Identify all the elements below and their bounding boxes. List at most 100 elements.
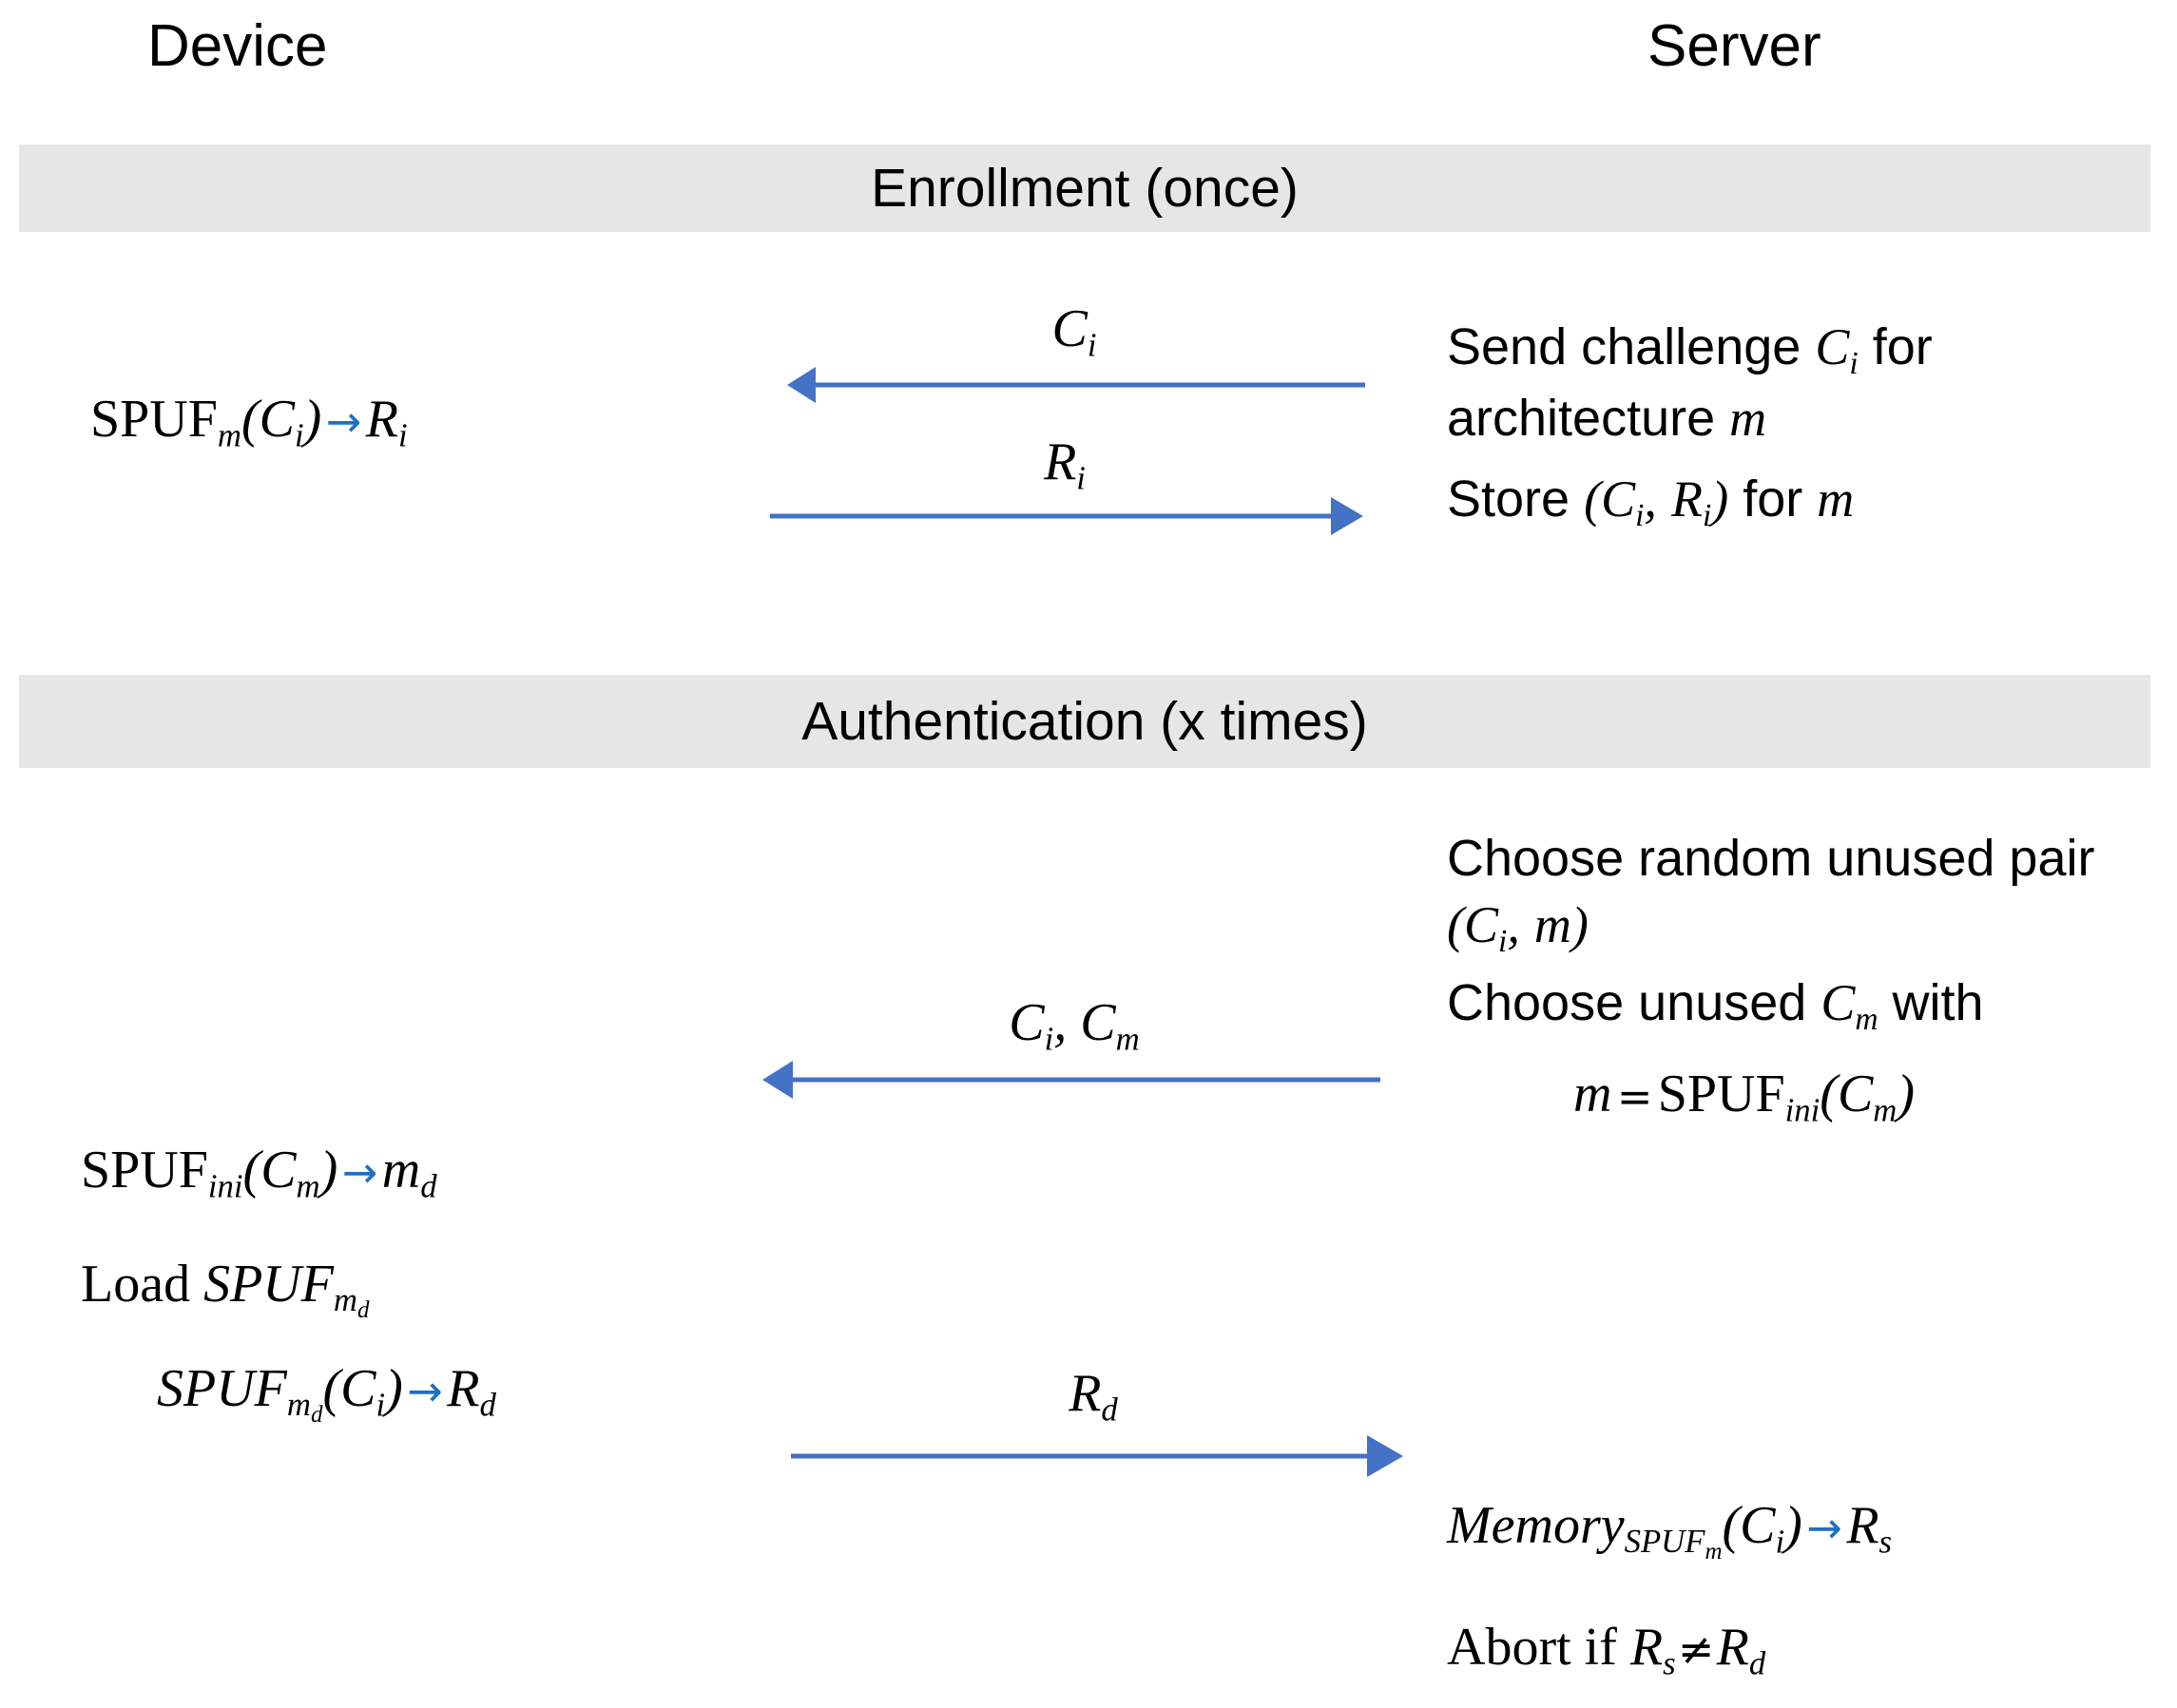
token-spuf: SPUF bbox=[157, 1359, 287, 1418]
message-arrow-ci bbox=[787, 367, 1365, 403]
token-sub-i2: i bbox=[397, 416, 408, 454]
message-label-ri: Ri bbox=[780, 435, 1350, 495]
token-spuf: SPUF bbox=[1624, 1523, 1705, 1561]
message-arrow-rd bbox=[791, 1435, 1403, 1477]
token-lparen: ( bbox=[1722, 1496, 1741, 1555]
token-lparen: ( bbox=[1584, 470, 1602, 528]
message-label-ci: Ci bbox=[789, 302, 1359, 362]
server-auth-memory-lookup: MemorySPUFm(Ci)→Rs bbox=[1447, 1494, 1892, 1566]
right-arrow-icon: → bbox=[1806, 1503, 1842, 1553]
server-enrollment-store: Store (Ci, Ri) for m bbox=[1447, 466, 2169, 537]
band-label-prefix: Authentication ( bbox=[801, 690, 1179, 752]
server-enrollment-send-challenge: Send challenge Ci for architecture m bbox=[1447, 314, 2150, 451]
column-header-server: Server bbox=[1647, 13, 1821, 79]
token-sub-m: m bbox=[296, 1167, 320, 1205]
token-c: C bbox=[1463, 896, 1499, 954]
token-m: m bbox=[381, 1141, 421, 1199]
token-sub-ini: ini bbox=[207, 1167, 243, 1205]
token-sub-i: i bbox=[1849, 346, 1859, 382]
right-arrow-icon: → bbox=[325, 396, 362, 447]
token-sub-i: i bbox=[1498, 924, 1508, 960]
text-pair: pair bbox=[2009, 830, 2095, 887]
token-sub-i: i bbox=[1635, 498, 1645, 534]
token-r: R bbox=[1069, 1364, 1102, 1423]
text-choose-random-unused: Choose random unused bbox=[1447, 830, 1995, 887]
token-r: R bbox=[1629, 1618, 1664, 1677]
message-arrow-ci-cm bbox=[762, 1061, 1380, 1099]
token-rparen: ) bbox=[385, 1359, 403, 1418]
token-c: C bbox=[1821, 974, 1856, 1031]
arrow-right-icon bbox=[1367, 1435, 1403, 1477]
token-c: C bbox=[1009, 993, 1045, 1052]
token-sub-d: d bbox=[420, 1167, 437, 1205]
token-c: C bbox=[260, 1141, 297, 1199]
message-label-rd: Rd bbox=[799, 1367, 1388, 1427]
token-spuf: SPUF bbox=[1657, 1065, 1785, 1123]
token-spuf: SPUF bbox=[81, 1141, 208, 1199]
text-abort-if: Abort if bbox=[1447, 1618, 1617, 1677]
token-r: R bbox=[1670, 470, 1703, 528]
token-r2: R bbox=[1716, 1618, 1749, 1677]
token-r: R bbox=[1846, 1496, 1879, 1555]
right-arrow-icon: → bbox=[341, 1147, 378, 1198]
token-sub-ini: ini bbox=[1784, 1091, 1821, 1129]
message-label-ci-cm: Ci, Cm bbox=[765, 996, 1383, 1056]
message-arrow-ri bbox=[770, 497, 1363, 535]
token-sub-spuf-m: SPUFm bbox=[1624, 1523, 1723, 1564]
token-sub-d2: d bbox=[479, 1386, 496, 1424]
token-sub-d: d bbox=[310, 1402, 323, 1429]
server-auth-choose-cm: Choose unused Cm with bbox=[1447, 969, 2177, 1041]
arrow-right-icon bbox=[1331, 497, 1363, 535]
token-sub-m: m bbox=[217, 416, 241, 454]
token-lparen: ( bbox=[1820, 1065, 1838, 1123]
token-c: C bbox=[1740, 1496, 1776, 1555]
arrow-left-icon bbox=[787, 367, 816, 403]
server-auth-cm-equation: m=SPUFini(Cm) bbox=[1573, 1063, 1915, 1130]
token-c: C bbox=[1815, 318, 1850, 375]
token-rparen: ) bbox=[319, 1141, 338, 1199]
token-sub-i: i bbox=[1087, 326, 1097, 364]
token-lparen: ( bbox=[322, 1359, 341, 1418]
equals-icon: = bbox=[1616, 1071, 1653, 1122]
token-sub-m: m bbox=[1873, 1091, 1898, 1129]
token-comma: , bbox=[1507, 896, 1520, 954]
text-load: Load bbox=[81, 1255, 191, 1314]
token-rparen: ) bbox=[1711, 470, 1729, 528]
token-sub-m: m bbox=[1855, 1002, 1878, 1038]
token-sub-m: m bbox=[1115, 1020, 1140, 1058]
token-sub-i: i bbox=[376, 1386, 386, 1424]
token-m: m bbox=[1533, 896, 1571, 954]
token-sub-s: s bbox=[1663, 1644, 1676, 1682]
token-rparen: ) bbox=[1897, 1065, 1916, 1123]
section-band-enrollment: Enrollment (once) bbox=[19, 144, 2150, 232]
right-arrow-icon: → bbox=[407, 1366, 443, 1416]
token-m: m bbox=[1573, 1065, 1612, 1123]
token-sub-i: i bbox=[1044, 1020, 1054, 1058]
not-equal-icon: ≠ bbox=[1677, 1623, 1715, 1675]
token-sub-d: d bbox=[357, 1297, 370, 1324]
band-label-suffix: times) bbox=[1204, 690, 1368, 752]
token-spuf: SPUF bbox=[90, 390, 218, 449]
token-sub-d: d bbox=[1101, 1391, 1118, 1429]
band-label-var: x bbox=[1178, 690, 1205, 752]
text-choose-unused: Choose unused bbox=[1447, 974, 1807, 1031]
text-with: with bbox=[1892, 974, 1984, 1031]
text-architecture: architecture bbox=[1447, 389, 1716, 447]
token-rparen: ) bbox=[1570, 896, 1589, 954]
token-sub-i: i bbox=[1775, 1523, 1785, 1561]
section-band-enrollment-label: Enrollment (once) bbox=[871, 157, 1299, 219]
server-auth-choose-pair: Choose random unused pair (Ci, m) bbox=[1447, 825, 2177, 963]
token-lparen: ( bbox=[1447, 896, 1464, 954]
token-m: m bbox=[1817, 470, 1855, 528]
token-sub-s: s bbox=[1878, 1523, 1893, 1561]
token-sub-i2: i bbox=[1702, 498, 1712, 534]
device-auth-spuf-md: SPUFmd(Ci)→Rd bbox=[157, 1357, 496, 1430]
token-m: m bbox=[1729, 389, 1767, 447]
token-r: R bbox=[447, 1359, 480, 1418]
token-c2: C bbox=[1080, 993, 1116, 1052]
token-spuf: SPUF bbox=[203, 1255, 334, 1314]
text-send-challenge: Send challenge bbox=[1447, 318, 1801, 375]
device-auth-load-spuf: Load SPUFmd bbox=[81, 1253, 370, 1325]
token-lparen: ( bbox=[242, 1141, 261, 1199]
